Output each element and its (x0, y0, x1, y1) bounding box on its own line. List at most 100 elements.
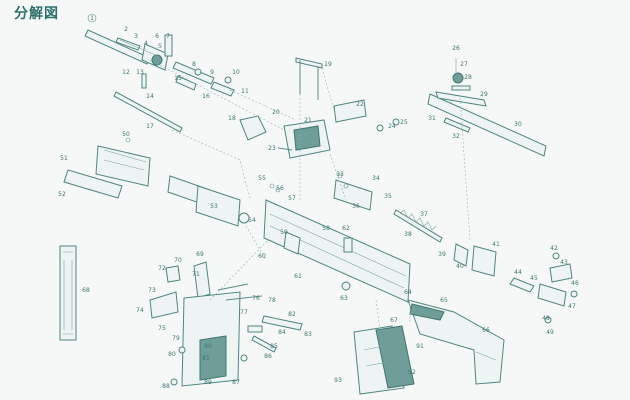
part-number-87: 87 (232, 379, 240, 386)
trigger-group (149, 261, 303, 387)
part-number-41: 41 (492, 241, 500, 248)
part-number-67: 67 (390, 317, 398, 324)
part-number-89: 89 (204, 379, 212, 386)
part-number-27: 27 (460, 61, 468, 68)
part-number-1: 1 (90, 15, 94, 22)
part-number-25: 25 (400, 119, 408, 126)
receiver (167, 175, 411, 303)
part-number-71: 71 (192, 271, 200, 278)
part-number-58: 58 (322, 225, 330, 232)
part-number-26: 26 (452, 45, 460, 52)
part-number-61: 61 (294, 273, 302, 280)
barrel-assembly (84, 29, 235, 133)
part-number-68: 68 (82, 287, 90, 294)
part-number-19: 19 (324, 61, 332, 68)
pistol-grip (353, 325, 415, 395)
page-title: 分解図 (14, 6, 59, 22)
part-number-37: 37 (420, 211, 428, 218)
part-number-48: 48 (542, 315, 550, 322)
part-number-62: 62 (342, 225, 350, 232)
magazine (59, 245, 77, 341)
part-number-75: 75 (158, 325, 166, 332)
part-number-38: 38 (404, 231, 412, 238)
part-number-17: 17 (146, 123, 154, 130)
part-number-92: 92 (408, 369, 416, 376)
part-number-6: 6 (155, 33, 159, 40)
part-number-36: 36 (352, 203, 360, 210)
part-number-59: 59 (280, 229, 288, 236)
part-number-4: 4 (144, 40, 148, 47)
top-rail (427, 58, 547, 157)
part-number-51: 51 (60, 155, 68, 162)
part-number-69: 69 (196, 251, 204, 258)
part-number-7: 7 (166, 33, 170, 40)
part-number-47: 47 (568, 303, 576, 310)
alignment-lines (149, 59, 471, 331)
part-number-60: 60 (258, 253, 266, 260)
part-number-29: 29 (480, 91, 488, 98)
part-number-14: 14 (146, 93, 154, 100)
part-number-78: 78 (268, 297, 276, 304)
part-number-28: 28 (464, 74, 472, 81)
part-number-76: 76 (252, 295, 260, 302)
part-number-83: 83 (304, 331, 312, 338)
part-number-77: 77 (240, 309, 248, 316)
part-number-3: 3 (134, 33, 138, 40)
part-number-64: 64 (404, 289, 412, 296)
part-number-56: 56 (276, 185, 284, 192)
part-number-74: 74 (136, 307, 144, 314)
part-number-57: 57 (288, 195, 296, 202)
part-number-91: 91 (416, 343, 424, 350)
part-number-15: 15 (174, 75, 182, 82)
part-number-80: 80 (168, 351, 176, 358)
part-number-43: 43 (560, 259, 568, 266)
part-number-24: 24 (388, 123, 396, 130)
part-number-42: 42 (550, 245, 558, 252)
top-rod (295, 57, 323, 100)
part-number-70: 70 (174, 257, 182, 264)
recoil-spring (333, 173, 497, 277)
part-number-35: 35 (384, 193, 392, 200)
part-number-ring (87, 13, 97, 23)
part-number-65: 65 (440, 297, 448, 304)
part-number-90: 90 (204, 343, 212, 350)
part-number-20: 20 (272, 109, 280, 116)
upper-housing (63, 137, 151, 199)
part-number-46: 46 (571, 280, 579, 287)
part-number-79: 79 (172, 335, 180, 342)
part-number-32: 32 (452, 133, 460, 140)
part-number-86: 86 (264, 353, 272, 360)
part-number-72: 72 (158, 265, 166, 272)
part-number-33: 33 (336, 171, 344, 178)
part-number-8: 8 (192, 61, 196, 68)
part-number-31: 31 (428, 115, 436, 122)
part-number-2: 2 (124, 26, 128, 33)
part-number-82: 82 (288, 311, 296, 318)
part-number-16: 16 (202, 93, 210, 100)
sight-assembly (239, 99, 400, 159)
part-number-50: 50 (122, 131, 130, 138)
part-number-11: 11 (241, 88, 249, 95)
folding-stock (407, 299, 505, 385)
part-number-63: 63 (340, 295, 348, 302)
part-number-54: 54 (248, 217, 256, 224)
part-number-88: 88 (162, 383, 170, 390)
part-number-10: 10 (232, 69, 240, 76)
part-number-84: 84 (278, 329, 286, 336)
part-number-73: 73 (148, 287, 156, 294)
part-number-49: 49 (546, 329, 554, 336)
part-number-30: 30 (514, 121, 522, 128)
part-number-85: 85 (270, 343, 278, 350)
part-number-34: 34 (372, 175, 380, 182)
part-number-9: 9 (210, 69, 214, 76)
part-number-66: 66 (482, 327, 490, 334)
small-parts-right (509, 252, 578, 324)
part-number-52: 52 (58, 191, 66, 198)
part-number-12: 12 (122, 69, 130, 76)
part-number-39: 39 (438, 251, 446, 258)
part-number-55: 55 (258, 175, 266, 182)
part-number-45: 45 (530, 275, 538, 282)
part-number-22: 22 (356, 101, 364, 108)
part-number-13: 13 (136, 69, 144, 76)
